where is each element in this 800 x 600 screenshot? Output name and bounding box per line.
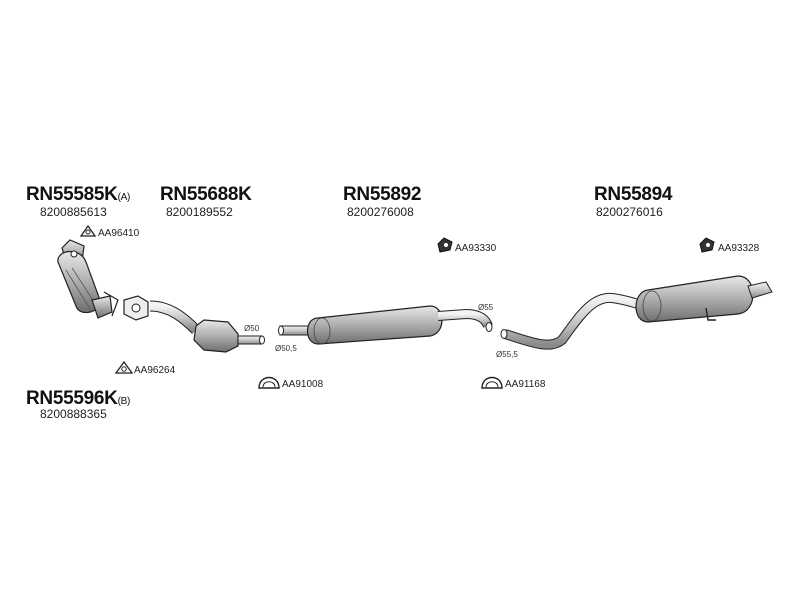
part-code-rear-silencer: RN55894 — [594, 184, 673, 205]
clamp-rear-icon — [481, 376, 503, 389]
accessory-clamp-rear: AA91168 — [505, 379, 546, 390]
hanger-middle-icon — [437, 237, 453, 253]
dimension-d50-5: Ø50,5 — [275, 344, 297, 353]
catalyst-drawing — [149, 300, 265, 353]
accessory-hanger-middle: AA93330 — [455, 243, 497, 254]
part-code-front-cat-b: RN55596K(B) — [26, 388, 131, 409]
clamp-front-icon — [258, 376, 280, 389]
part-code-catalyst: RN55688K — [160, 184, 252, 205]
dimension-d55-5: Ø55,5 — [496, 350, 518, 359]
oe-number-front-cat-a: 8200885613 — [40, 205, 107, 219]
variant-label-b: (B) — [117, 396, 131, 407]
dimension-d55: Ø55 — [478, 303, 494, 312]
rear-silencer-drawing — [500, 275, 773, 350]
middle-silencer-drawing — [278, 305, 493, 345]
oe-number-rear-silencer: 8200276016 — [596, 205, 663, 219]
part-code-front-cat-a: RN55585K(A) — [26, 184, 131, 205]
accessory-hanger-rear: AA93328 — [718, 243, 760, 254]
dimension-d50: Ø50 — [244, 324, 260, 333]
flange-gasket-drawing — [123, 295, 149, 321]
oe-number-catalyst: 8200189552 — [166, 205, 233, 219]
part-code-middle-silencer: RN55892 — [343, 184, 422, 205]
gasket-top-icon — [79, 224, 97, 237]
accessory-gasket-bottom: AA96264 — [134, 365, 176, 376]
hanger-rear-icon — [699, 237, 715, 253]
front-catalyst-drawing — [57, 239, 119, 319]
accessory-gasket-top: AA96410 — [98, 228, 140, 239]
oe-number-front-cat-b: 8200888365 — [40, 407, 107, 421]
gasket-bottom-icon — [114, 360, 134, 374]
oe-number-middle-silencer: 8200276008 — [347, 205, 414, 219]
variant-label-a: (A) — [117, 192, 131, 203]
accessory-clamp-front: AA91008 — [282, 379, 324, 390]
